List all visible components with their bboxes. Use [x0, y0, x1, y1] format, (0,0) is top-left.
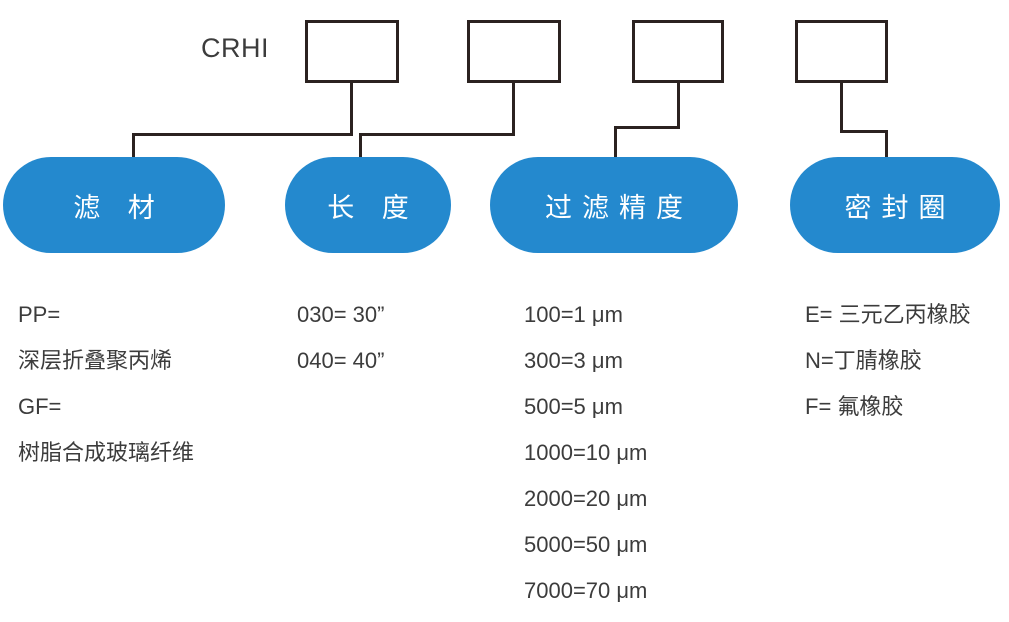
legend-item: E= 三元乙丙橡胶	[805, 302, 971, 327]
category-label-filtration-rating: 过滤精度	[545, 192, 693, 223]
legend-item: 2000=20 μm	[524, 486, 648, 511]
legend-item: PP=	[18, 302, 61, 327]
connector-2-drop	[512, 83, 515, 135]
connector-1-drop	[350, 83, 353, 135]
category-label-filter-media: 滤 材	[73, 192, 165, 223]
legend-column-filtration-rating: 100=1 μm 300=3 μm 500=5 μm 1000=10 μm 20…	[524, 292, 647, 614]
connector-1-span	[132, 133, 353, 136]
connector-1-tail	[132, 133, 135, 165]
legend-column-length: 030= 30” 040= 40”	[297, 292, 384, 384]
category-pill-seal-ring[interactable]: 密封圈	[790, 157, 1000, 253]
code-slot-4-box[interactable]	[795, 20, 888, 83]
legend-item: F= 氟橡胶	[805, 394, 904, 419]
category-pill-length[interactable]: 长 度	[285, 157, 451, 253]
legend-item: 100=1 μm	[524, 302, 623, 327]
legend-item: 1000=10 μm	[524, 440, 648, 465]
legend-column-seal-ring: E= 三元乙丙橡胶 N=丁腈橡胶 F= 氟橡胶	[805, 292, 971, 430]
code-slot-3-box[interactable]	[632, 20, 724, 83]
legend-item: 030= 30”	[297, 302, 385, 327]
code-slot-2-box[interactable]	[467, 20, 561, 83]
connector-4-span	[840, 130, 888, 133]
connector-3-drop	[677, 83, 680, 128]
legend-item: 7000=70 μm	[524, 578, 648, 603]
legend-item: N=丁腈橡胶	[805, 348, 922, 373]
legend-item: 040= 40”	[297, 348, 385, 373]
category-label-seal-ring: 密封圈	[844, 192, 956, 223]
legend-column-filter-media: PP= 深层折叠聚丙烯 GF= 树脂合成玻璃纤维	[18, 292, 194, 476]
legend-item: 树脂合成玻璃纤维	[18, 440, 195, 465]
connector-3-tail	[614, 126, 617, 165]
category-pill-filter-media[interactable]: 滤 材	[3, 157, 225, 253]
legend-item: 5000=50 μm	[524, 532, 648, 557]
legend-item: 深层折叠聚丙烯	[18, 348, 173, 373]
connector-2-span	[359, 133, 515, 136]
code-prefix-label: CRHI	[201, 33, 269, 63]
legend-item: 300=3 μm	[524, 348, 623, 373]
legend-item: GF=	[18, 394, 62, 419]
connector-4-tail	[885, 130, 888, 165]
code-slot-1-box[interactable]	[305, 20, 399, 83]
connector-3-span	[614, 126, 680, 129]
category-pill-filtration-rating[interactable]: 过滤精度	[490, 157, 738, 253]
connector-2-tail	[359, 133, 362, 165]
legend-item: 500=5 μm	[524, 394, 623, 419]
category-label-length: 长 度	[327, 192, 419, 223]
connector-4-drop	[840, 83, 843, 132]
